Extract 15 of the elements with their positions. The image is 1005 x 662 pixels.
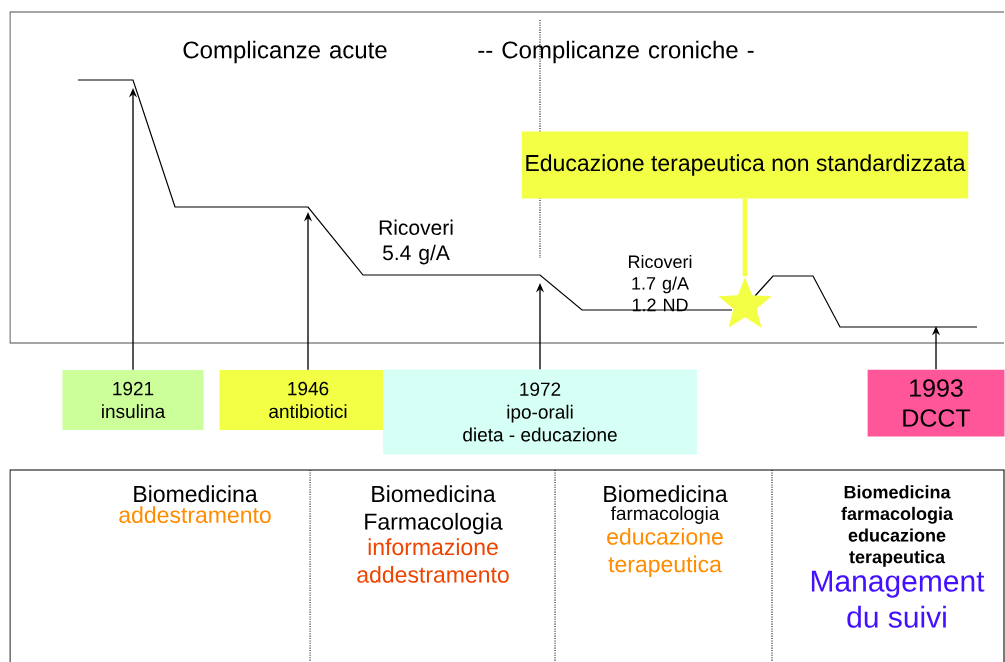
label-box: 1921 insulina — [62, 370, 204, 430]
annotation-text: -- Complicanze croniche - — [478, 40, 754, 64]
star-shape — [718, 277, 772, 328]
label-box: Educazione terapeutica non standardizzata — [521, 131, 969, 199]
table-cell-text: Biomedicina addestramento — [119, 485, 271, 524]
annotation-text: Complicanze acute — [183, 40, 387, 64]
label-box: 1946 antibiotici — [219, 370, 397, 430]
table-cell-text: Biomedicina Farmacologia informazione addestramento — [357, 485, 509, 583]
annotation-text: Ricoveri 5.4 g/A — [379, 219, 453, 265]
annotation-text: Ricoveri 1.7 g/A 1.2 ND — [629, 254, 692, 312]
label-box: 1972 ipo-orali dieta - educazione — [383, 369, 697, 455]
table-cell-text: Biomedicina farmacologia educazione terapeutica — [604, 485, 728, 577]
label-box: 1993 DCCT — [867, 369, 1005, 437]
connector-line — [742, 198, 748, 277]
table-cell-text: Biomedicina farmacologia educazione terapeutica Management du suivi — [811, 485, 985, 628]
